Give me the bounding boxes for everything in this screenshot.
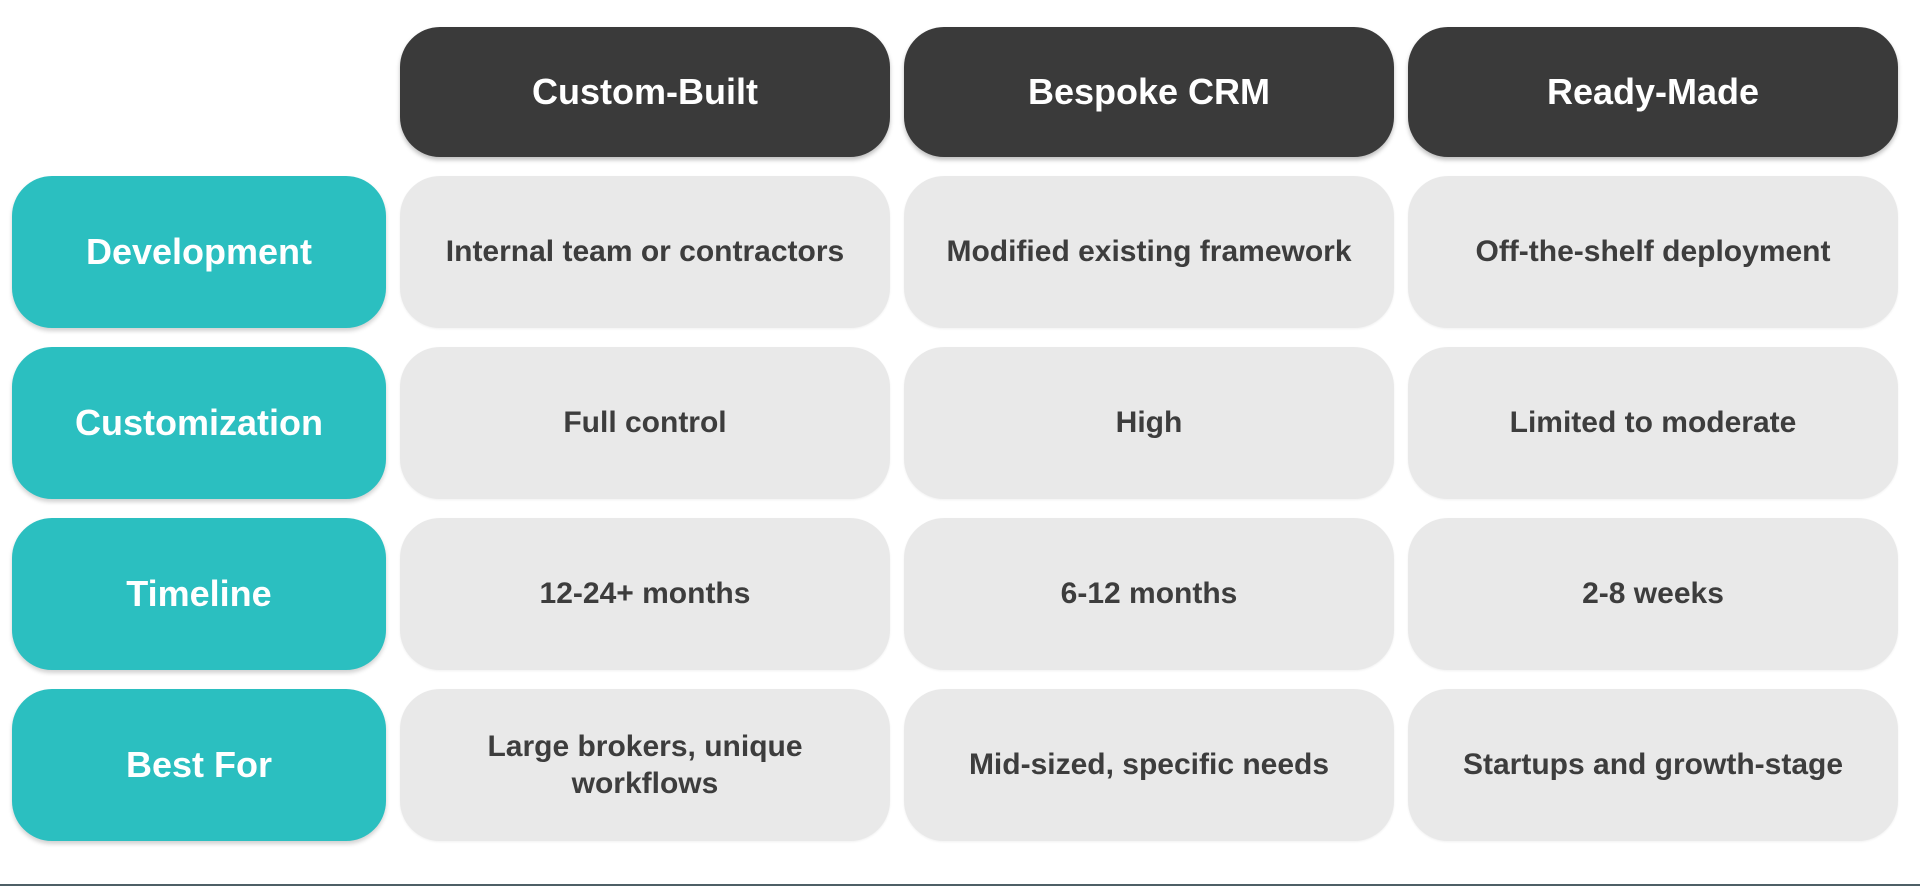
cell-development-bespoke-crm: Modified existing framework <box>904 176 1394 328</box>
row-header-label: Timeline <box>126 573 272 614</box>
cell-development-ready-made: Off-the-shelf deployment <box>1408 176 1898 328</box>
bottom-divider <box>0 884 1920 886</box>
cell-text: Off-the-shelf deployment <box>1475 235 1831 269</box>
cell-text: Modified existing framework <box>946 235 1352 269</box>
cell-text: Large brokers, unique workflows <box>487 729 803 801</box>
cell-best-for-ready-made: Startups and growth-stage <box>1408 689 1898 841</box>
column-header-label: Bespoke CRM <box>1027 71 1271 112</box>
cell-text: Limited to moderate <box>1509 406 1797 440</box>
cell-customization-bespoke-crm: High <box>904 347 1394 499</box>
column-header-label: Custom-Built <box>532 71 758 112</box>
corner-spacer <box>12 27 386 157</box>
cell-text: 12-24+ months <box>539 577 751 611</box>
cell-customization-custom-built: Full control <box>400 347 890 499</box>
cell-development-custom-built: Internal team or contractors <box>400 176 890 328</box>
row-header-best-for: Best For <box>12 689 386 841</box>
cell-timeline-ready-made: 2-8 weeks <box>1408 518 1898 670</box>
cell-best-for-custom-built: Large brokers, unique workflows <box>400 689 890 841</box>
cell-text: 2-8 weeks <box>1582 577 1724 611</box>
cell-text: 6-12 months <box>1060 577 1238 611</box>
cell-customization-ready-made: Limited to moderate <box>1408 347 1898 499</box>
cell-text: High <box>1115 406 1183 440</box>
cell-best-for-bespoke-crm: Mid-sized, specific needs <box>904 689 1394 841</box>
row-header-label: Best For <box>125 744 273 785</box>
row-header-customization: Customization <box>12 347 386 499</box>
column-header-label: Ready-Made <box>1546 71 1760 112</box>
cell-timeline-bespoke-crm: 6-12 months <box>904 518 1394 670</box>
column-header-ready-made: Ready-Made <box>1408 27 1898 157</box>
column-header-bespoke-crm: Bespoke CRM <box>904 27 1394 157</box>
row-header-label: Development <box>85 231 313 272</box>
cell-text: Internal team or contractors <box>445 235 845 269</box>
column-header-custom-built: Custom-Built <box>400 27 890 157</box>
row-header-development: Development <box>12 176 386 328</box>
row-header-timeline: Timeline <box>12 518 386 670</box>
row-header-label: Customization <box>75 402 323 443</box>
cell-timeline-custom-built: 12-24+ months <box>400 518 890 670</box>
cell-text: Full control <box>563 406 727 440</box>
cell-text: Startups and growth-stage <box>1462 748 1844 782</box>
comparison-table: Custom-Built Bespoke CRM Ready-Made Deve… <box>12 27 1898 841</box>
cell-text: Mid-sized, specific needs <box>968 748 1330 782</box>
